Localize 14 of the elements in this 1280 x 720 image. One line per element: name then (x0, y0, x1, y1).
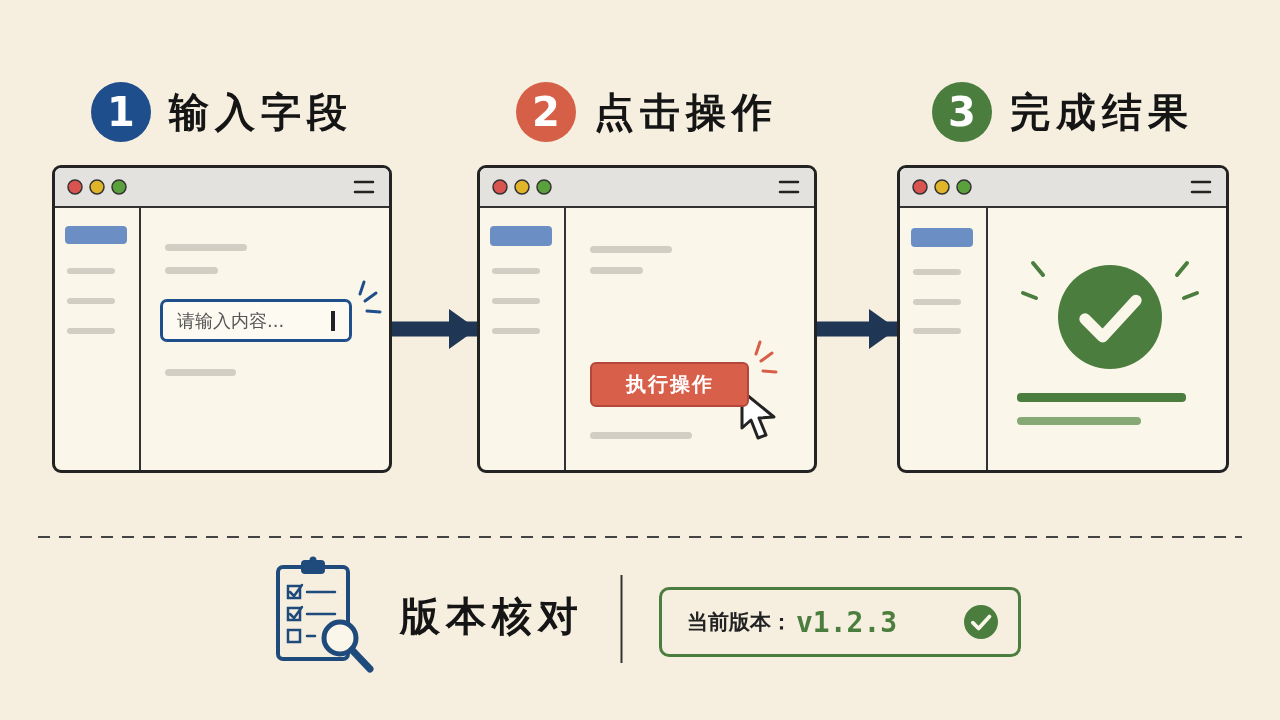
step-number: 3 (932, 82, 992, 142)
section-title: 版本核对 (400, 594, 584, 638)
input-field: 请输入内容... (160, 299, 352, 342)
step-title: 完成结果 (1010, 90, 1194, 134)
version-number: v1.2.3 (796, 605, 898, 639)
version-label: 当前版本： (687, 609, 792, 636)
arrow (817, 309, 897, 349)
step-number: 2 (516, 82, 576, 142)
step-title: 输入字段 (169, 90, 353, 134)
arrow (392, 309, 477, 349)
action-button: 执行操作 (590, 362, 749, 407)
step-number: 1 (91, 82, 151, 142)
step-title: 点击操作 (594, 90, 778, 134)
version-panel (659, 587, 1021, 657)
